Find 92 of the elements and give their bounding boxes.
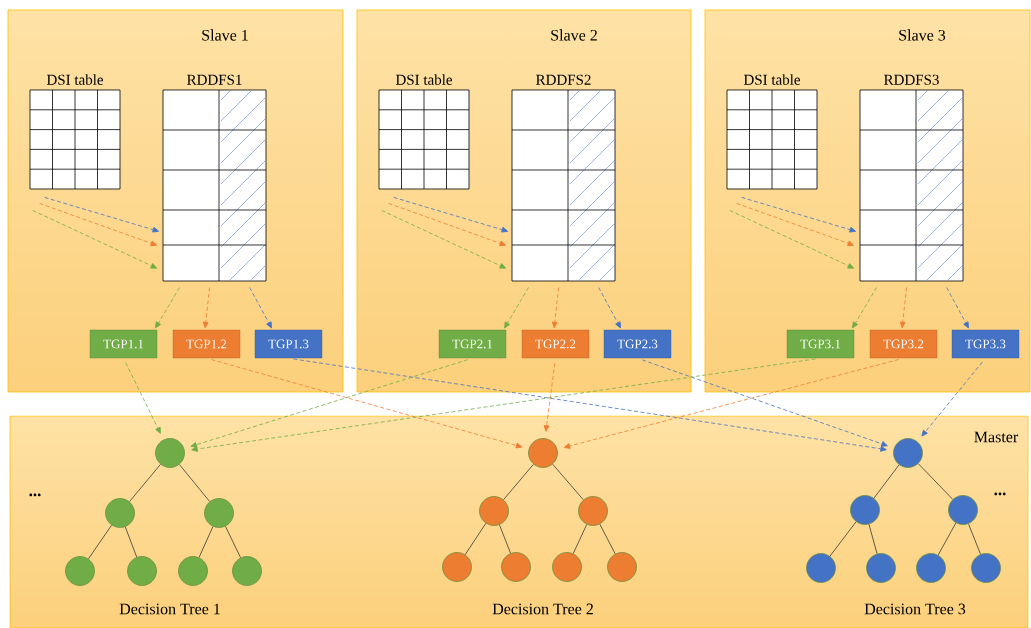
dashed-arrow (563, 359, 900, 449)
tgp-box: TGP1.3 (254, 329, 323, 359)
tree-branch (968, 523, 981, 555)
dashed-arrow (381, 210, 507, 269)
tree-node-circle (607, 552, 637, 582)
dashed-arrow (210, 359, 523, 449)
dashed-arrow (293, 358, 887, 452)
dashed-arrow (249, 287, 272, 329)
dashed-arrow (190, 359, 469, 448)
dashed-arrow (899, 287, 907, 329)
tree-node-circle (552, 552, 582, 582)
tree-branch (124, 526, 138, 558)
tree-branch (868, 523, 878, 555)
dashed-arrow (729, 210, 855, 269)
tree-node-circle (204, 498, 234, 528)
tree-branch (599, 523, 616, 555)
tgp-box: TGP1.1 (89, 329, 158, 359)
dashed-arrow (921, 361, 983, 437)
dashed-arrow (504, 287, 529, 329)
tree-node-circle (127, 556, 157, 586)
tree-node-circle (893, 438, 923, 468)
dashed-arrow (946, 287, 969, 329)
tree-node-circle (948, 495, 978, 525)
node-label: DSI table (46, 74, 104, 85)
tree-branch (179, 464, 210, 502)
dashed-arrow (44, 197, 160, 233)
tree-branch (572, 524, 588, 554)
dashed-arrow (191, 358, 816, 452)
tree-node-circle (806, 553, 836, 583)
tree-branch (829, 521, 857, 557)
tree-node-circle (178, 556, 208, 586)
tgp-box: TGP1.2 (172, 329, 241, 359)
dashed-arrow (736, 203, 855, 247)
tgp-box: TGP3.2 (869, 329, 938, 359)
dsi-table: DSI table (378, 74, 470, 190)
tree-branch (464, 523, 487, 555)
dashed-arrow (641, 359, 888, 447)
tree-branch (499, 524, 511, 554)
dashed-arrow (125, 362, 161, 434)
rddfs-table: RDDFS1 (162, 74, 267, 282)
tree-caption: Decision Tree 3 (864, 603, 966, 615)
ellipsis: ... (29, 493, 41, 497)
tree-node-circle (232, 556, 262, 586)
tree-node-circle (105, 498, 135, 528)
tgp-box: TGP2.2 (521, 329, 590, 359)
tree-caption: Decision Tree 1 (119, 603, 220, 615)
tgp-box: TGP3.1 (786, 329, 855, 359)
dashed-arrow (39, 203, 158, 247)
dashed-arrow (741, 197, 857, 233)
dashed-arrow (543, 362, 556, 432)
tree-caption: Decision Tree 2 (492, 603, 593, 615)
tree-node-circle (916, 553, 946, 583)
tree-branch (503, 463, 534, 501)
node-label: DSI table (395, 74, 453, 85)
dsi-table: DSI table (29, 74, 121, 190)
tree-node-circle (65, 556, 95, 586)
tree-node-circle (479, 496, 509, 526)
node-label: RDDFS1 (187, 74, 242, 85)
tree-node-circle (442, 552, 472, 582)
node-label: RDDFS2 (536, 74, 591, 85)
tree-branch (198, 526, 214, 558)
tree-branch (552, 463, 584, 501)
tree-node-circle (850, 495, 880, 525)
tgp-box: TGP3.3 (951, 329, 1020, 359)
node-label: RDDFS3 (884, 74, 939, 85)
tgp-box: TGP2.3 (603, 329, 672, 359)
dsi-table: DSI table (726, 74, 818, 190)
tree-node-circle (578, 496, 608, 526)
rddfs-table: RDDFS3 (859, 74, 964, 282)
dashed-arrow (852, 287, 877, 329)
dashed-arrow (388, 203, 507, 247)
tree-branch (129, 464, 161, 502)
tree-node-circle (155, 438, 185, 468)
rddfs-table: RDDFS2 (511, 74, 616, 282)
tree-node-circle (866, 553, 896, 583)
tree-node-circle (528, 438, 558, 468)
tree-node-circle (971, 553, 1001, 583)
tree-branch (937, 522, 957, 556)
tree-branch (917, 463, 954, 500)
tgp-box: TGP2.1 (438, 329, 507, 359)
dashed-arrow (393, 197, 509, 233)
node-label: DSI table (743, 74, 801, 85)
dashed-arrow (551, 287, 559, 329)
dashed-arrow (598, 287, 621, 329)
dashed-arrow (202, 287, 210, 329)
ellipsis: ... (994, 492, 1006, 496)
tree-branch (873, 464, 900, 499)
tree-branch (225, 525, 241, 558)
tree-branch (88, 524, 112, 560)
dashed-arrow (32, 210, 158, 269)
tree-node-circle (501, 552, 531, 582)
dashed-arrow (155, 287, 180, 329)
